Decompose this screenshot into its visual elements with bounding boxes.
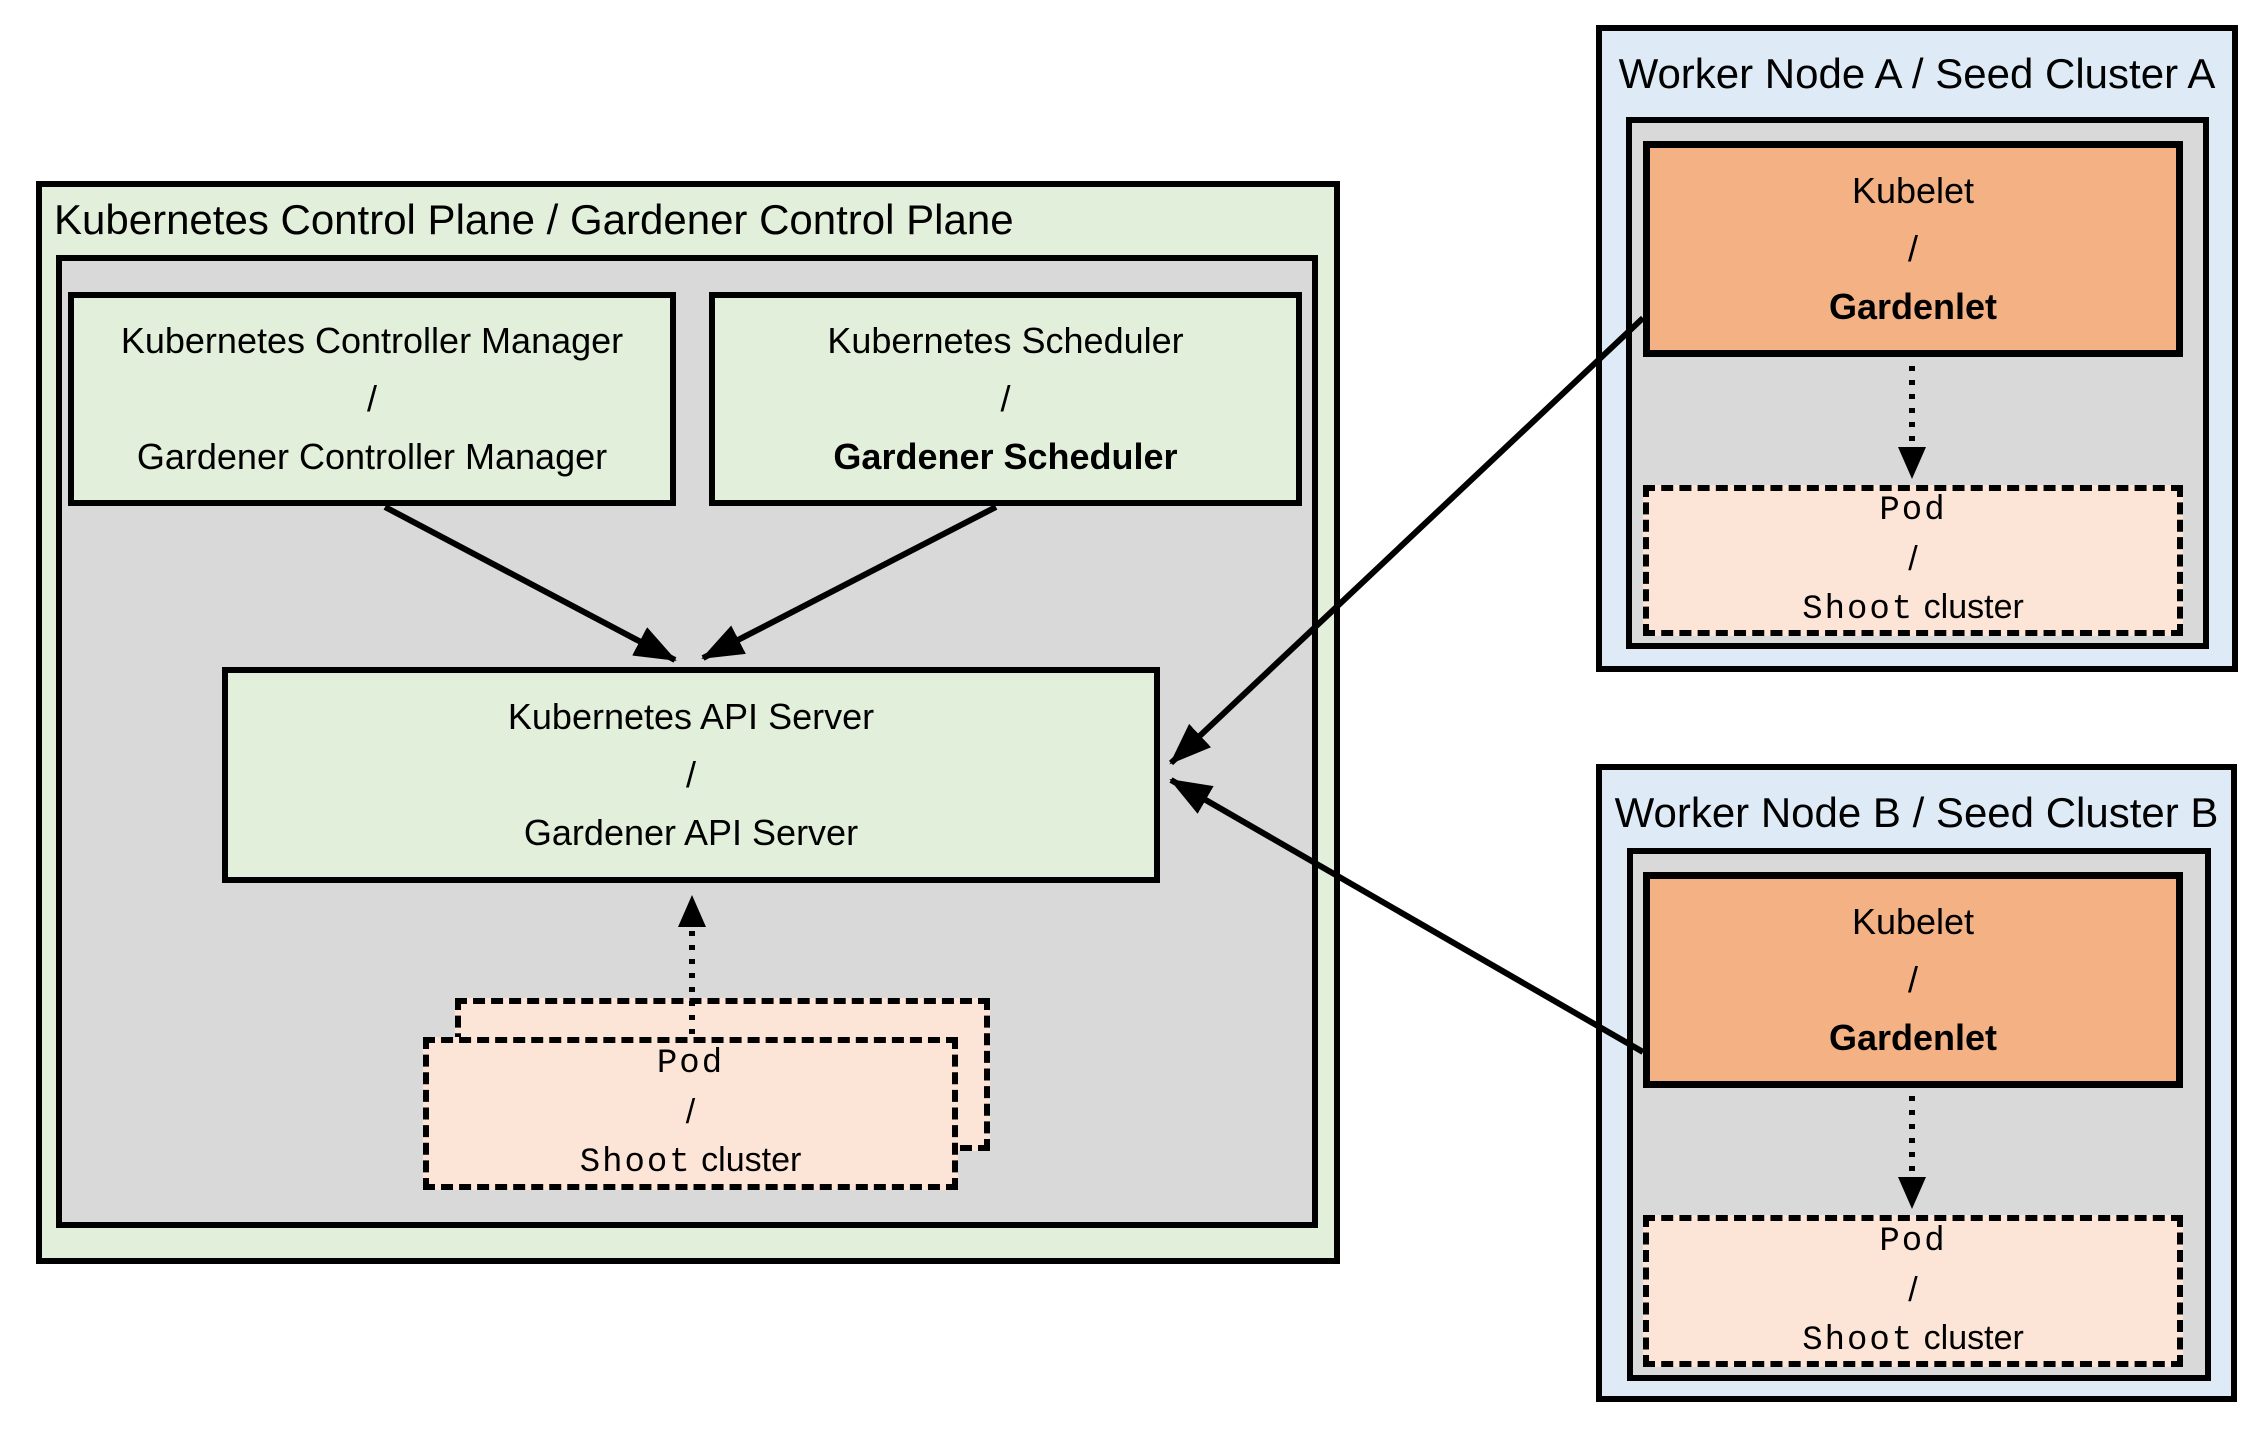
kubelet-b-label-top: Kubelet — [1851, 901, 1975, 942]
worker-node-b-title: Worker Node B / Seed Cluster B — [1614, 789, 2219, 836]
kubelet-b-box: Kubelet / Gardenlet — [1643, 872, 2183, 1088]
scheduler-label-bottom: Gardener Scheduler — [833, 436, 1178, 477]
pod-a-label-bottom: Shoot cluster — [1802, 583, 2024, 634]
api-server-label-top: Kubernetes API Server — [507, 696, 875, 737]
pod-stack-label-slash: / — [685, 1093, 696, 1131]
scheduler-label-slash: / — [1000, 378, 1011, 419]
pod-a-cluster: cluster — [1923, 588, 2024, 626]
pod-stack-shoot: Shoot — [579, 1144, 692, 1182]
pod-stack-label-bottom: Shoot cluster — [580, 1136, 802, 1187]
pod-stack-box: Pod / Shoot cluster — [423, 1037, 958, 1190]
pod-a-box: Pod / Shoot cluster — [1643, 485, 2183, 636]
pod-b-cluster: cluster — [1923, 1318, 2024, 1357]
worker-node-a-title: Worker Node A / Seed Cluster A — [1618, 50, 2216, 97]
controller-manager-label-top: Kubernetes Controller Manager — [120, 320, 624, 361]
pod-a-label-slash: / — [1908, 540, 1918, 578]
scheduler-label-top: Kubernetes Scheduler — [827, 320, 1184, 361]
pod-a-label-top: Pod — [1879, 492, 1947, 530]
controller-manager-label-bottom: Gardener Controller Manager — [136, 436, 608, 477]
pod-b-label-slash: / — [1908, 1270, 1918, 1309]
pod-b-label-bottom: Shoot cluster — [1802, 1314, 2024, 1365]
pod-b-label-top: Pod — [1879, 1222, 1947, 1261]
pod-stack-cluster: cluster — [701, 1141, 802, 1179]
pod-b-shoot: Shoot — [1802, 1321, 1915, 1360]
kubelet-b-label-bottom: Gardenlet — [1828, 1017, 1998, 1058]
kubelet-a-label-bottom: Gardenlet — [1828, 286, 1998, 327]
control-plane-title: Kubernetes Control Plane / Gardener Cont… — [54, 196, 1014, 243]
kubelet-a-label-slash: / — [1907, 228, 1918, 269]
api-server-label-bottom: Gardener API Server — [523, 812, 859, 853]
kubelet-b-label-slash: / — [1907, 959, 1918, 1000]
kubelet-a-box: Kubelet / Gardenlet — [1643, 141, 2183, 357]
pod-stack-label-top: Pod — [656, 1045, 725, 1083]
controller-manager-label-slash: / — [366, 378, 377, 419]
scheduler-box: Kubernetes Scheduler / Gardener Schedule… — [709, 292, 1302, 506]
kubelet-a-label-top: Kubelet — [1851, 170, 1975, 211]
pod-b-box: Pod / Shoot cluster — [1643, 1215, 2183, 1367]
pod-a-shoot: Shoot — [1802, 591, 1915, 629]
api-server-label-slash: / — [685, 754, 696, 795]
controller-manager-box: Kubernetes Controller Manager / Gardener… — [68, 292, 676, 506]
api-server-box: Kubernetes API Server / Gardener API Ser… — [222, 667, 1160, 883]
